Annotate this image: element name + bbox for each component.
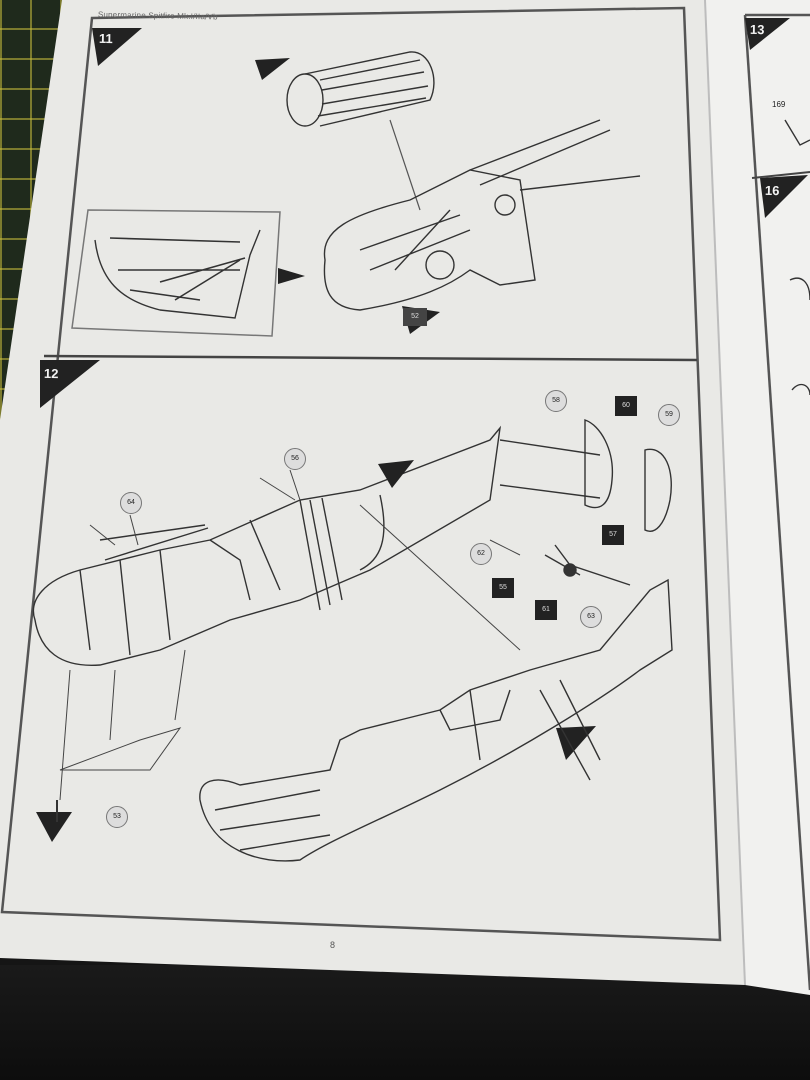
step-number-13: 13 <box>749 21 765 38</box>
right-page-paper <box>705 0 810 995</box>
fuselage-front-11 <box>323 119 641 311</box>
part-tag-57: 57 <box>602 525 624 545</box>
tail-parts-12 <box>499 419 672 586</box>
fuselage-assembly-12 <box>32 425 502 666</box>
inset-box <box>71 209 281 337</box>
part-callout-64: 64 <box>120 492 142 514</box>
part-callout-56: 56 <box>284 448 306 470</box>
part-tag-61: 61 <box>535 600 557 620</box>
page-number: 8 <box>330 940 336 950</box>
part-tag-55: 55 <box>492 578 514 598</box>
fuselage-half-12 <box>199 578 673 862</box>
left-page-paper <box>0 0 745 985</box>
table-surface <box>0 965 810 1080</box>
part-callout-53: 53 <box>106 806 128 828</box>
part-callout-62: 62 <box>470 543 492 565</box>
page-frame <box>0 6 722 942</box>
part-tag-52: 52 <box>403 308 427 326</box>
part-tag-60: 60 <box>615 396 637 416</box>
engine-part-11 <box>286 51 435 127</box>
step12-tag-bg <box>40 360 100 408</box>
step-number-16: 16 <box>764 182 780 199</box>
step-divider <box>43 354 698 362</box>
step-number-12: 12 <box>43 365 59 382</box>
page-gutter <box>704 0 746 986</box>
part-callout-59: 59 <box>658 404 680 426</box>
part-callout-63: 63 <box>580 606 602 628</box>
step11-tag-bg <box>92 28 142 66</box>
part-callout-169: 169 <box>772 100 786 109</box>
step-number-11: 11 <box>98 30 113 47</box>
part-callout-58: 58 <box>545 390 567 412</box>
guide-lines <box>59 469 521 801</box>
